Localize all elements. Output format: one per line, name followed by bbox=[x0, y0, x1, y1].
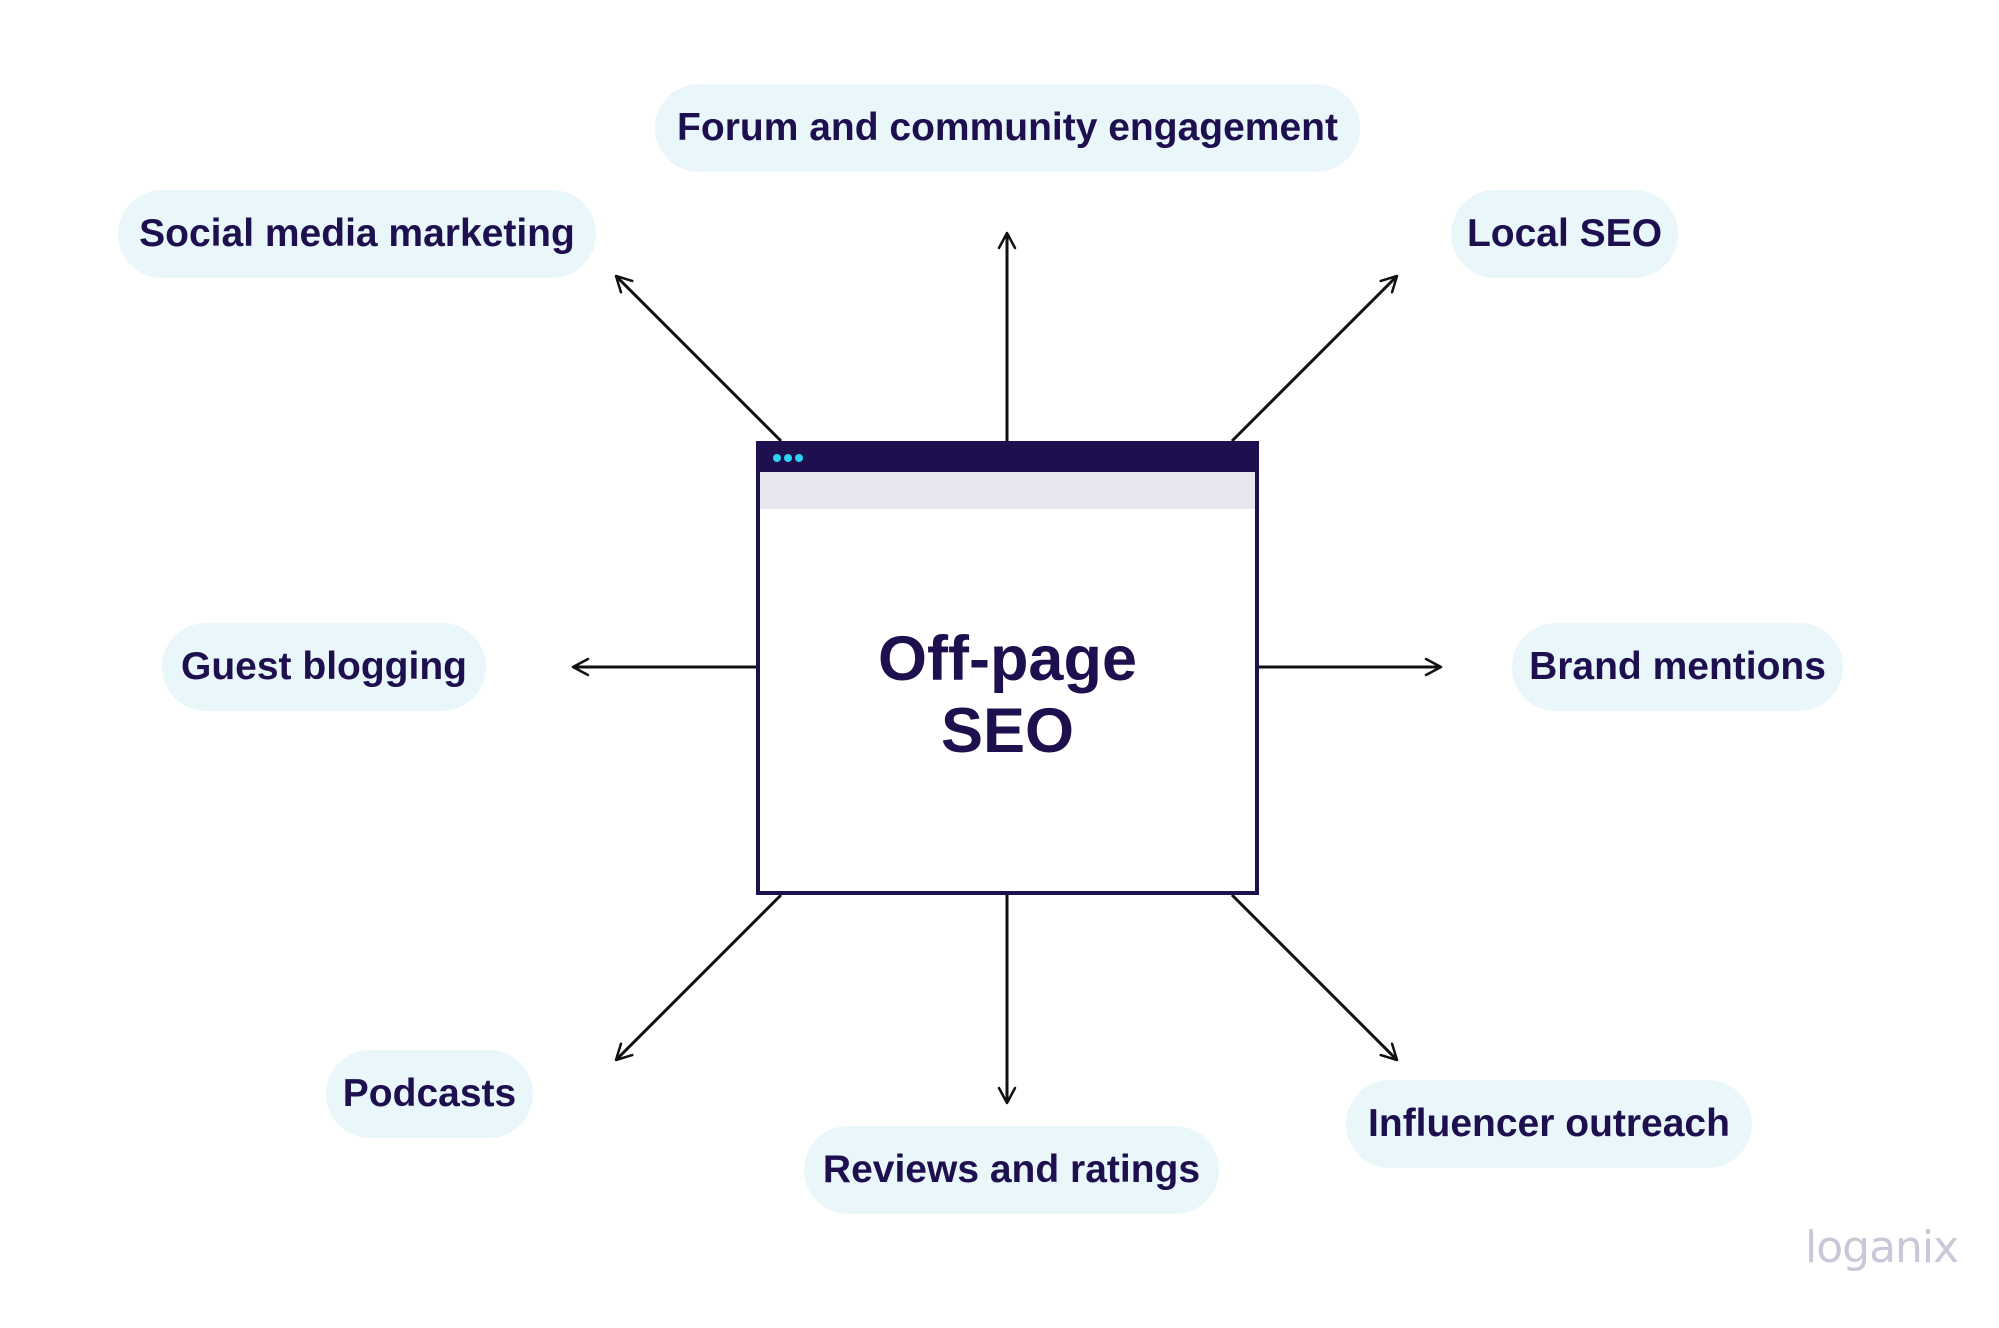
center-title-line2: SEO bbox=[940, 696, 1075, 766]
window-dot-icon bbox=[784, 454, 792, 462]
center-title: Off-page SEO bbox=[760, 623, 1255, 767]
node-influencer-outreach: Influencer outreach bbox=[1346, 1080, 1752, 1168]
node-reviews-and-ratings: Reviews and ratings bbox=[804, 1126, 1219, 1214]
node-social-media-marketing: Social media marketing bbox=[118, 190, 596, 278]
center-title-line1: Off-page bbox=[878, 624, 1137, 694]
window-toolbar bbox=[760, 472, 1255, 509]
arrow-podcasts bbox=[614, 893, 783, 1062]
node-local-seo: Local SEO bbox=[1451, 190, 1678, 278]
node-podcasts: Podcasts bbox=[326, 1050, 533, 1138]
node-guest-blogging: Guest blogging bbox=[162, 623, 486, 711]
node-brand-mentions: Brand mentions bbox=[1512, 623, 1843, 711]
arrow-social bbox=[614, 274, 783, 443]
window-dot-icon bbox=[773, 454, 781, 462]
loganix-logo: loganix bbox=[1805, 1222, 1959, 1273]
node-forum-community-engagement: Forum and community engagement bbox=[655, 84, 1360, 172]
arrow-local bbox=[1230, 274, 1399, 443]
browser-window: Off-page SEO bbox=[756, 441, 1259, 895]
window-titlebar bbox=[760, 445, 1255, 472]
arrow-influencer bbox=[1230, 893, 1399, 1062]
window-dot-icon bbox=[795, 454, 803, 462]
